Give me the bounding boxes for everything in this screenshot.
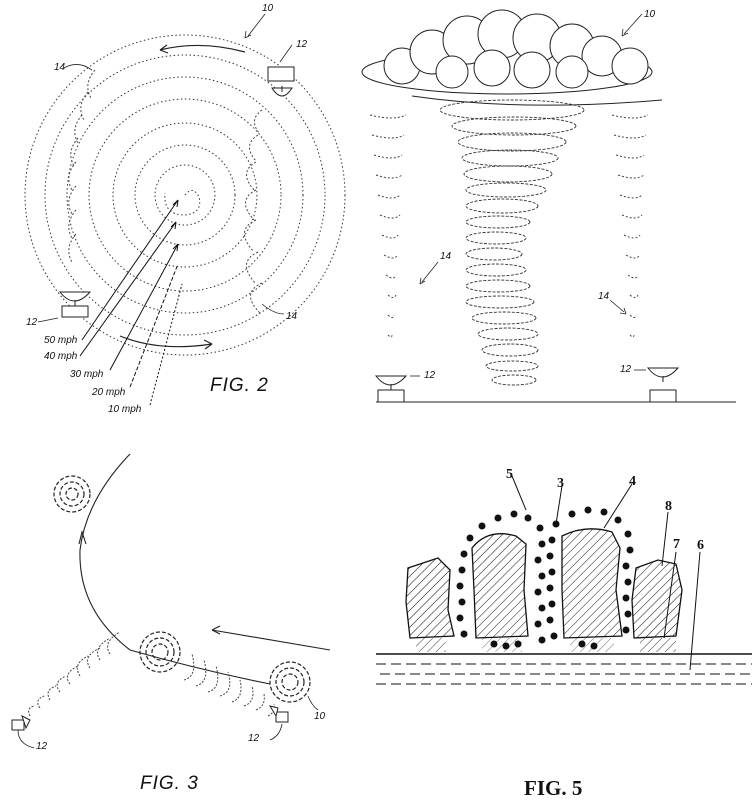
ref-numeral-antenna: 12	[248, 733, 260, 744]
radar-antenna-icon	[268, 705, 289, 723]
wind-ring	[154, 164, 216, 226]
fig5-diagram	[376, 475, 752, 685]
wind-ring	[44, 54, 326, 336]
wind-ring	[88, 98, 282, 292]
storm-cell	[139, 631, 181, 673]
ref-numeral-system: 10	[262, 3, 274, 14]
motion-arrow	[211, 629, 331, 651]
root-zone	[416, 638, 446, 652]
ref-numeral-3: 3	[557, 476, 564, 491]
storm-cell	[53, 475, 91, 513]
ref-numeral-8: 8	[665, 499, 672, 514]
speed-label: 40 mph	[44, 351, 78, 362]
wind-ring	[134, 144, 236, 246]
ref-numeral-5: 5	[506, 467, 513, 482]
speed-label: 10 mph	[108, 404, 142, 415]
storm-cloud	[361, 9, 663, 106]
wind-ring	[66, 76, 304, 314]
radar-antenna-icon	[646, 367, 680, 403]
radar-antenna-icon	[58, 291, 92, 318]
hatched-object	[561, 528, 623, 639]
ref-numeral-wave: 14	[286, 311, 298, 322]
storm-track	[79, 453, 131, 651]
storm-track	[129, 649, 271, 685]
ref-numeral-system: 10	[314, 711, 326, 722]
ref-numeral-wave: 14	[54, 62, 66, 73]
fig3-caption: FIG. 3	[140, 773, 199, 794]
fig2-diagram	[24, 13, 346, 406]
ref-numeral-antenna: 12	[620, 364, 632, 375]
wind-ring	[112, 122, 258, 268]
ref-numeral-7: 7	[673, 537, 680, 552]
fig5-caption: FIG. 5	[524, 776, 583, 800]
ref-numeral-6: 6	[697, 538, 704, 553]
ref-numeral-antenna: 12	[424, 370, 436, 381]
rotation-arrow	[159, 44, 246, 53]
speed-label: 50 mph	[44, 335, 78, 346]
ref-numeral-antenna: 12	[36, 741, 48, 752]
radar-antenna-icon	[267, 66, 295, 97]
wind-spiral	[164, 190, 201, 216]
speed-label: 20 mph	[92, 387, 126, 398]
rotation-arrow	[119, 335, 213, 348]
wind-ring	[24, 34, 346, 356]
speed-label: 30 mph	[70, 369, 104, 380]
ref-numeral-4: 4	[629, 474, 636, 489]
hatched-object	[631, 559, 683, 639]
ref-numeral-wave: 14	[440, 251, 452, 262]
storm-cell	[269, 661, 311, 703]
fig2-caption: FIG. 2	[210, 375, 269, 396]
hatched-object	[471, 533, 529, 639]
ref-numeral-wave: 14	[598, 291, 610, 302]
radar-antenna-icon	[11, 715, 31, 731]
ref-numeral-antenna: 12	[296, 39, 308, 50]
hatched-object	[405, 557, 455, 639]
ref-numeral-antenna: 12	[26, 317, 38, 328]
fig3-diagram	[11, 453, 331, 749]
radar-antenna-icon	[374, 375, 408, 403]
ref-numeral-system: 10	[644, 9, 656, 20]
root-zone	[640, 638, 676, 652]
tornado-diagram	[361, 9, 736, 403]
